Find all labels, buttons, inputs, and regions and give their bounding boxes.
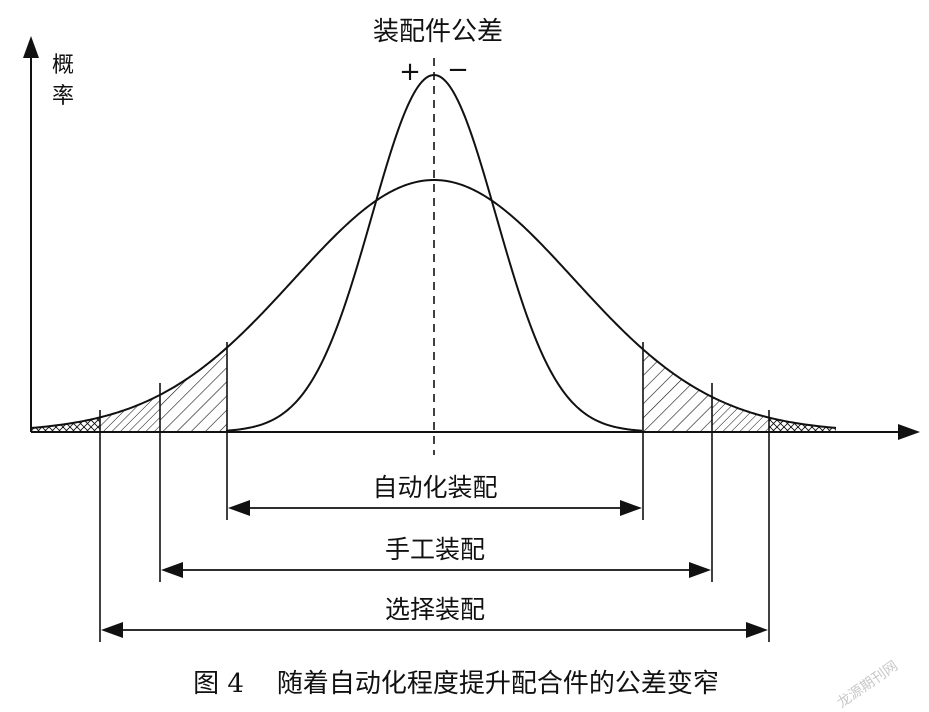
label-auto-assembly: 自动化装配 <box>372 473 497 502</box>
label-manual-assembly: 手工装配 <box>385 535 485 564</box>
diagram-title: 装配件公差 <box>373 17 503 47</box>
y-axis-label-2: 率 <box>52 84 74 109</box>
plus-sign: + <box>399 57 421 87</box>
wide-distribution-curve <box>31 178 837 429</box>
label-select-assembly: 选择装配 <box>385 595 485 624</box>
tail-right-cross <box>769 300 836 432</box>
figure-caption: 图 4 随着自动化程度提升配合件的公差变窄 <box>193 669 719 699</box>
tail-left-hatch <box>160 300 227 432</box>
dimension-auto <box>228 500 642 516</box>
y-axis-label-1: 概 <box>52 53 74 78</box>
minus-sign: − <box>447 55 469 85</box>
x-axis-arrow <box>898 424 920 440</box>
watermark: 龙源期刊网 <box>834 658 901 708</box>
dimension-manual <box>161 562 711 578</box>
y-axis-arrow <box>23 36 39 58</box>
tail-left-cross <box>32 300 100 432</box>
tail-right-hatch <box>643 300 712 432</box>
dimension-select <box>101 622 768 638</box>
